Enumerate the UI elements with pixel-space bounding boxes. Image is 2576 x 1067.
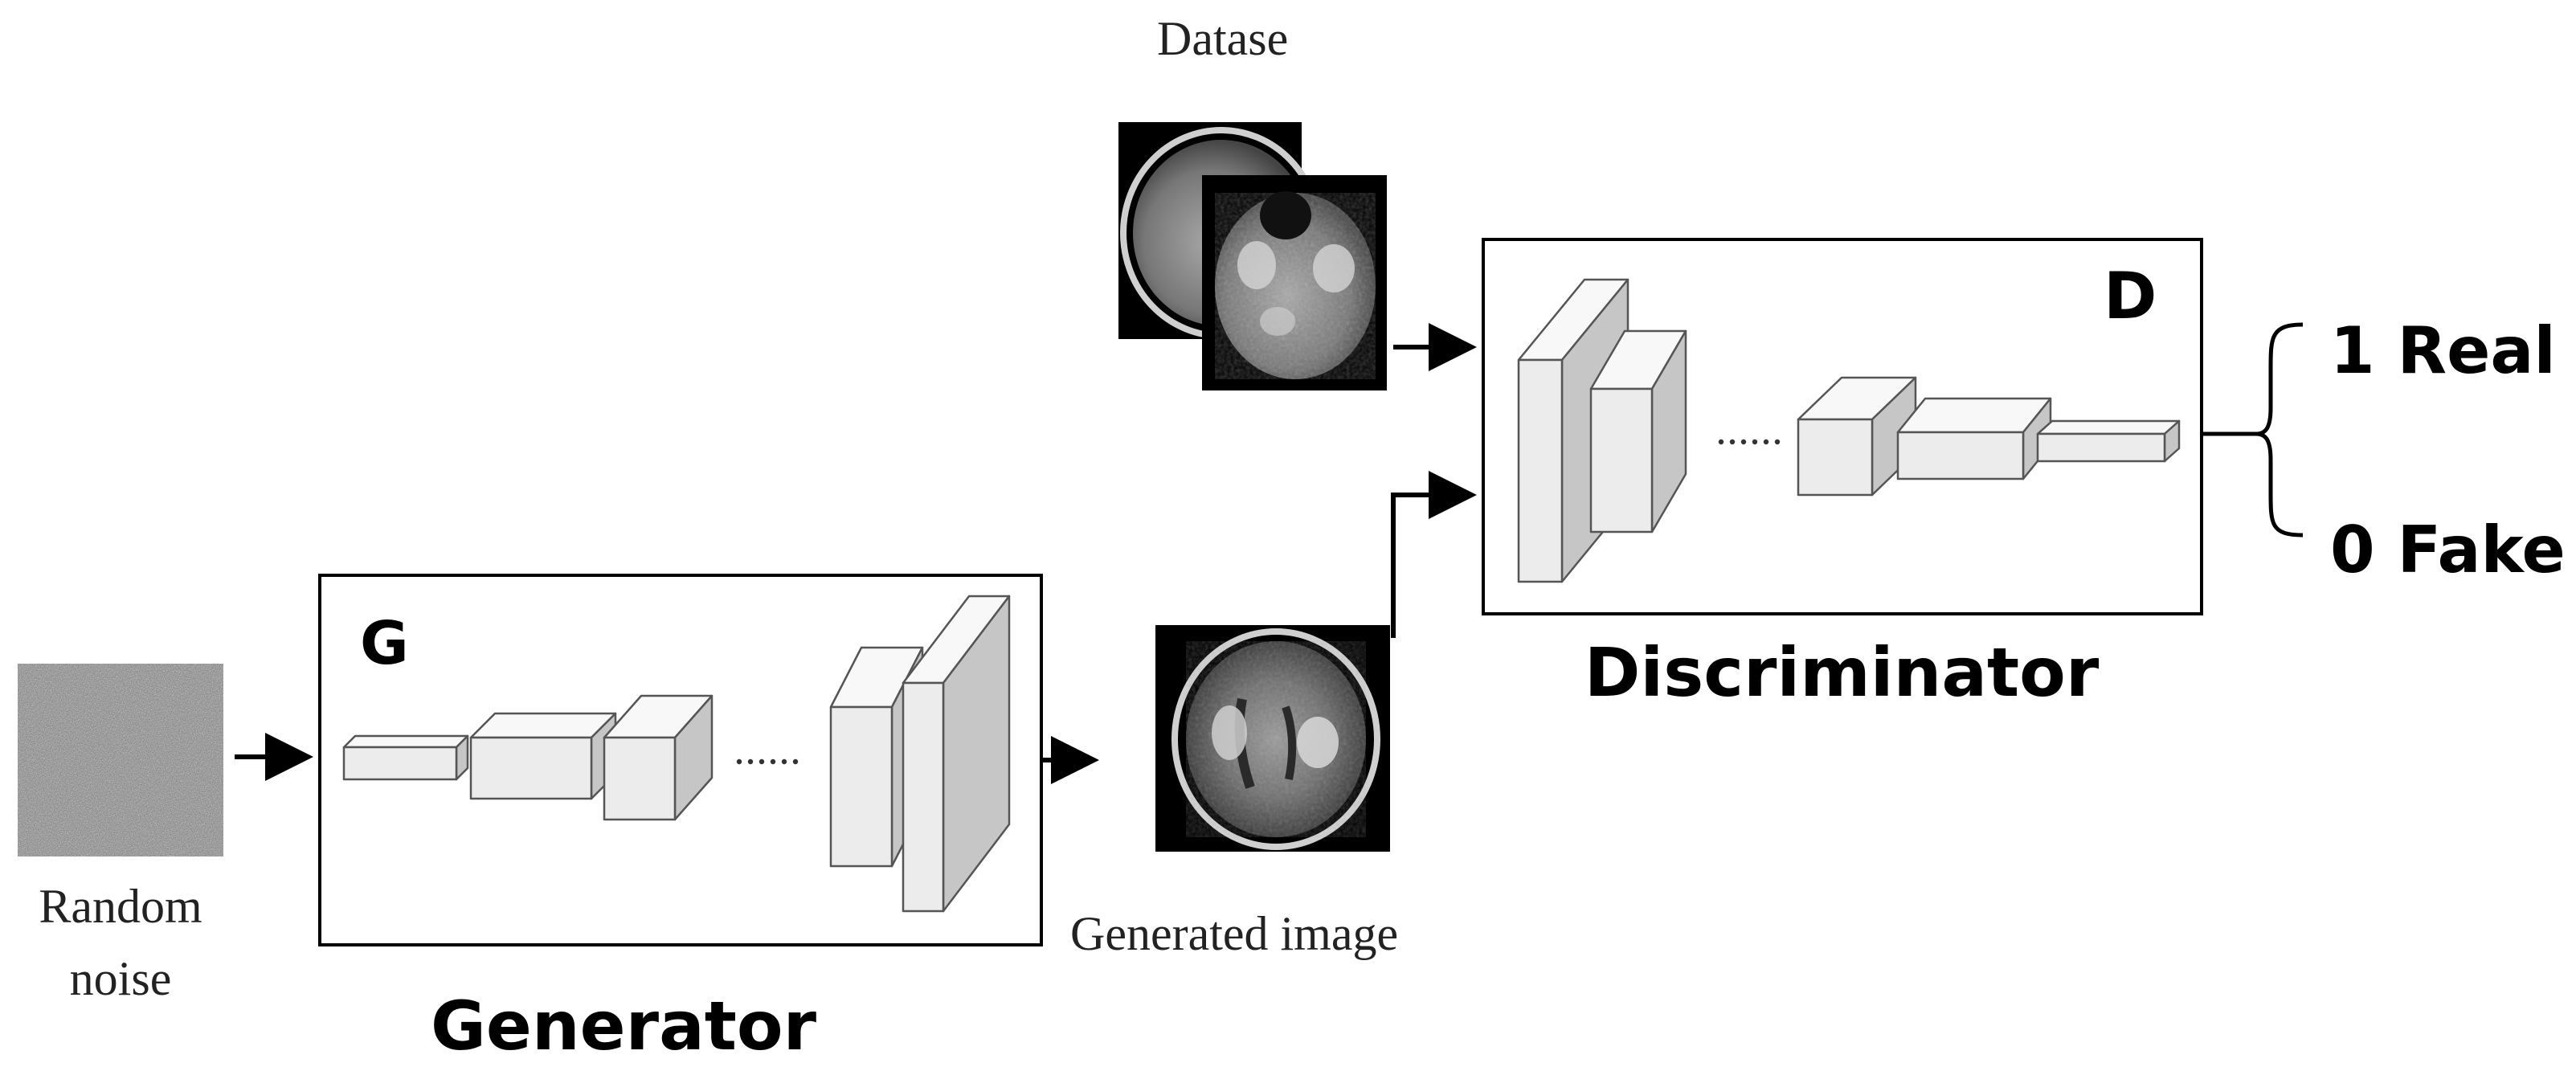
- discriminator-box: [1482, 238, 2203, 615]
- discriminator-layers: [1517, 278, 2181, 583]
- discriminator-layer-4: [1896, 397, 2052, 480]
- generator-layers: [342, 595, 1011, 913]
- dataset-image-front: [1202, 175, 1387, 390]
- discriminator-letter: D: [2104, 259, 2157, 333]
- generator-title: Generator: [431, 987, 817, 1065]
- output-fake-label: 0 Fake: [2330, 513, 2566, 587]
- generated-brain-image: [1155, 625, 1390, 852]
- generator-layer-1: [342, 734, 469, 781]
- dataset-label: Datase: [1157, 12, 1288, 65]
- discriminator-layer-3: [1797, 376, 1917, 497]
- discriminator-layer-2: [1589, 329, 1687, 534]
- discriminator-layer-5: [2036, 419, 2181, 463]
- noise-label-line1: Random: [39, 880, 202, 933]
- noise-label-line2: noise: [70, 952, 172, 1005]
- generated-to-discriminator-arrow: [1391, 471, 1477, 638]
- generator-letter: G: [360, 609, 409, 678]
- generator-layer-2: [469, 712, 617, 800]
- output-real-label: 1 Real: [2330, 313, 2556, 388]
- discriminator-ellipsis: [1718, 439, 1781, 445]
- generator-ellipsis: [736, 758, 799, 765]
- generator-layer-5: [902, 595, 1011, 913]
- generator-layer-3: [603, 694, 714, 821]
- generated-image-label: Generated image: [1070, 907, 1398, 960]
- discriminator-title: Discriminator: [1584, 633, 2100, 712]
- random-noise-image: [18, 664, 223, 856]
- output-brace: [2255, 322, 2304, 538]
